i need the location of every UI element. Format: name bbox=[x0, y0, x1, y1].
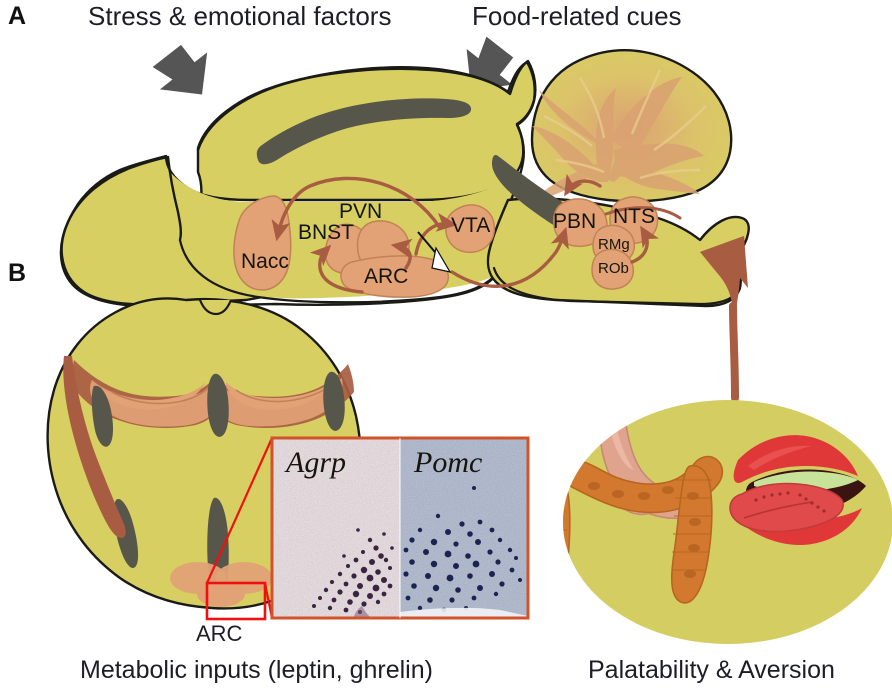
lips-upper bbox=[733, 435, 858, 484]
arrow-vta-to-nacc bbox=[271, 176, 442, 242]
tongue-midline bbox=[743, 501, 813, 519]
agrp-signal bbox=[272, 438, 400, 618]
panel-a: A Stress & emotional factors Food-relate… bbox=[8, 1, 750, 308]
colon-ridges bbox=[563, 479, 712, 571]
coronal-ventricle-right bbox=[323, 371, 345, 431]
food-cue-input-label: Food-related cues bbox=[472, 1, 682, 31]
label-rmg: RMg bbox=[598, 236, 630, 253]
label-rob: ROb bbox=[598, 260, 629, 277]
label-bnst: BNST bbox=[298, 221, 354, 244]
arrow-nts-to-pbn bbox=[564, 173, 602, 197]
label-pbn: PBN bbox=[553, 210, 596, 233]
coronal-arc-label: ARC bbox=[196, 621, 243, 646]
coronal-internal-capsule bbox=[63, 356, 126, 538]
coronal-arc-core bbox=[197, 581, 245, 607]
coronal-striatum-contours bbox=[111, 385, 331, 405]
caption-palatability: Palatability & Aversion bbox=[588, 656, 835, 684]
pathway-arrows bbox=[271, 173, 682, 294]
arrow-pbn-descending bbox=[604, 206, 682, 220]
label-pvn: PVN bbox=[339, 200, 382, 223]
label-nts: NTS bbox=[613, 205, 655, 228]
panel-b: B bbox=[8, 236, 892, 684]
coronal-internal-capsule-branch bbox=[93, 468, 116, 525]
periphery-contents bbox=[563, 400, 866, 640]
coronal-third-ventricle-top bbox=[207, 373, 229, 437]
nucleus-rob bbox=[591, 248, 635, 290]
coronal-ventricle-left bbox=[91, 385, 113, 447]
ascending-arrow-icon bbox=[700, 236, 748, 402]
panel-a-letter: A bbox=[8, 2, 26, 30]
arrow-raphe-to-nts bbox=[630, 225, 659, 264]
label-nacc: Nacc bbox=[241, 250, 289, 273]
roi-box-arc bbox=[205, 581, 267, 621]
label-vta: VTA bbox=[451, 214, 490, 237]
arrow-arc-to-bnst bbox=[309, 244, 364, 294]
coronal-midline-notch bbox=[198, 299, 233, 316]
caption-metabolic-inputs: Metabolic inputs (leptin, ghrelin) bbox=[80, 656, 433, 684]
pomc-gene-label: Pomc bbox=[413, 446, 482, 479]
stress-arrow-icon bbox=[152, 44, 208, 95]
arrow-hypothalamus-to-pbn bbox=[450, 226, 569, 288]
panel-b-letter: B bbox=[8, 259, 26, 287]
nucleus-arc bbox=[340, 255, 450, 298]
lips-highlight bbox=[748, 445, 812, 470]
arrow-arc-to-vta bbox=[414, 212, 458, 256]
pomc-signal bbox=[400, 438, 528, 618]
ish-inset: Agrp bbox=[270, 436, 530, 620]
stress-input-label: Stress & emotional factors bbox=[88, 1, 391, 31]
corpus-callosum bbox=[256, 98, 472, 165]
arrow-arc-to-pvn bbox=[390, 238, 413, 270]
colon-haustra bbox=[588, 482, 701, 578]
label-arc: ARC bbox=[364, 265, 408, 288]
tongue bbox=[729, 482, 844, 533]
agrp-gene-label: Agrp bbox=[284, 446, 346, 479]
tongue-papillae bbox=[754, 491, 826, 513]
cerebellum-folia-lines bbox=[543, 69, 707, 180]
arc-pointer-wedge bbox=[431, 246, 452, 273]
forebrain-ventral-edge bbox=[178, 238, 502, 304]
